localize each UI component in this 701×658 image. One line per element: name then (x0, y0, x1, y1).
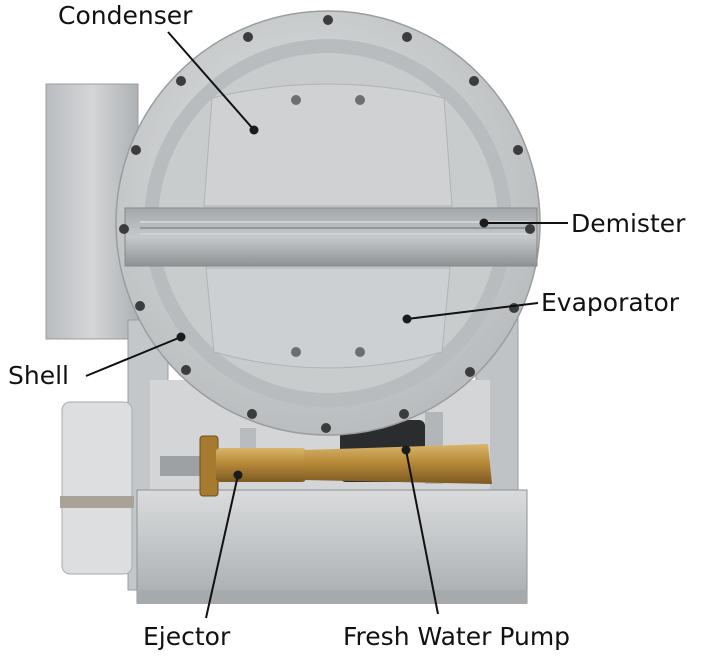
machine-body (45, 83, 528, 604)
ejector-diffuser (304, 444, 492, 484)
evaporator-bolt (355, 347, 365, 357)
pump-dot (401, 445, 411, 455)
annotations (85, 31, 568, 619)
evaporator-bolt (291, 347, 301, 357)
ejector-leader (205, 474, 239, 619)
evaporator-leader (406, 302, 539, 320)
label-demister: Demister (571, 209, 686, 238)
ejector-dot (233, 470, 243, 480)
label-shell: Shell (8, 361, 69, 390)
condenser-bolt (355, 95, 365, 105)
tank-band (60, 496, 134, 508)
condenser-leader (167, 31, 255, 131)
base-tray-lip (137, 590, 527, 604)
condenser-block (203, 83, 453, 207)
label-fresh-water-pump: Fresh Water Pump (343, 622, 570, 651)
shell-leader (85, 336, 182, 377)
demister-bar (124, 207, 538, 267)
inlet-pipe (160, 456, 210, 476)
base-tray (136, 489, 528, 604)
side-tank (61, 401, 133, 575)
shell-dot (176, 332, 186, 342)
shell-flange (115, 10, 541, 436)
label-ejector: Ejector (143, 622, 231, 651)
condenser-bolt (291, 95, 301, 105)
labels: Condenser Demister Evaporator Shell Ejec… (8, 1, 686, 651)
demister-dot (479, 218, 489, 228)
flange-bolt-holes (119, 15, 535, 433)
ejector-body (216, 448, 306, 482)
ejector-flange (199, 435, 219, 497)
label-evaporator: Evaporator (541, 288, 680, 317)
condenser-dot (249, 125, 259, 135)
evaporator-dot (402, 314, 412, 324)
pump-leader (405, 449, 439, 615)
evaporator-block (205, 267, 451, 369)
label-condenser: Condenser (58, 1, 193, 30)
